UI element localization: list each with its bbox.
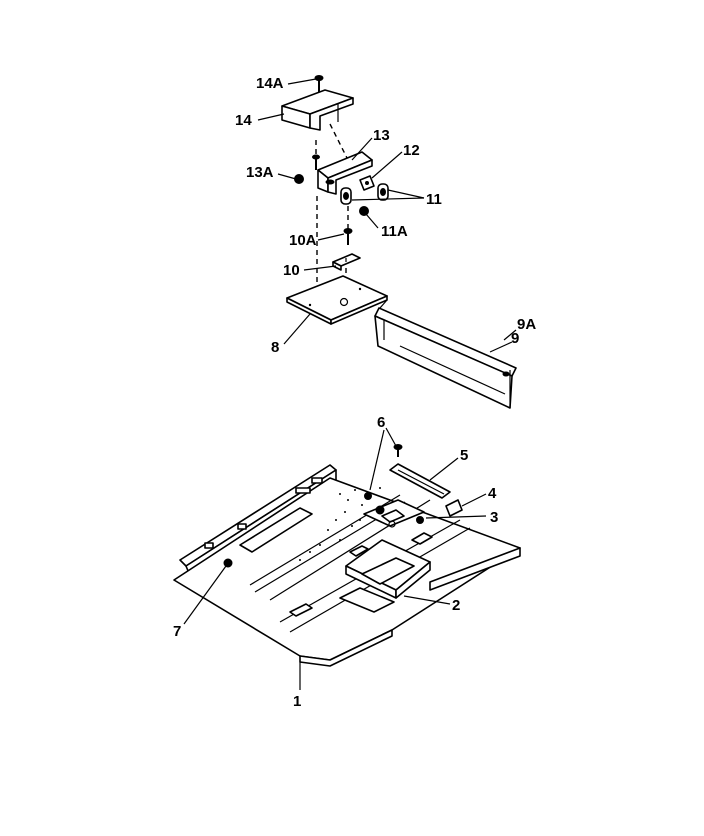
speckle-texture: [299, 487, 381, 561]
part-9-panel: [374, 299, 517, 409]
part-14-cover: [281, 89, 354, 131]
leader-lines: [183, 78, 517, 690]
alignment-line-14: [329, 123, 349, 161]
part-14a-screw: [314, 75, 324, 92]
label-3: 3: [490, 509, 498, 526]
part-12-clip: [359, 175, 375, 191]
label-8: 8: [271, 339, 279, 356]
label-10: 10: [283, 262, 300, 279]
part-10a-screw: [343, 228, 353, 245]
part-8-plate: [286, 275, 388, 325]
label-6: 6: [377, 414, 385, 431]
label-14: 14: [235, 112, 252, 129]
label-4: 4: [488, 485, 497, 502]
part-13-bracket: [317, 151, 373, 195]
part-6-screw: [393, 444, 403, 457]
part-4-block: [445, 499, 463, 517]
part-7-washer: [223, 558, 233, 568]
part-screw-upper: [312, 154, 320, 170]
label-14a: 14A: [256, 75, 284, 92]
part-5-rail: [389, 463, 451, 499]
label-7: 7: [173, 623, 181, 640]
part-11-hinge-right: [377, 183, 389, 201]
label-11a: 11A: [381, 223, 408, 240]
part-10-catch: [332, 253, 361, 271]
label-13: 13: [373, 127, 390, 144]
label-13a: 13A: [246, 164, 274, 181]
part-2-bracket: [339, 539, 431, 613]
part-11-hinge-left: [340, 187, 352, 205]
label-9: 9: [511, 330, 519, 347]
label-10a: 10A: [289, 232, 317, 249]
part-11a-nut: [359, 206, 369, 216]
label-9a: 9A: [517, 316, 536, 333]
label-1: 1: [293, 693, 301, 710]
part-3-latch: [363, 492, 425, 528]
label-2: 2: [452, 597, 460, 614]
label-11: 11: [426, 191, 442, 208]
label-12: 12: [403, 142, 420, 159]
label-5: 5: [460, 447, 468, 464]
